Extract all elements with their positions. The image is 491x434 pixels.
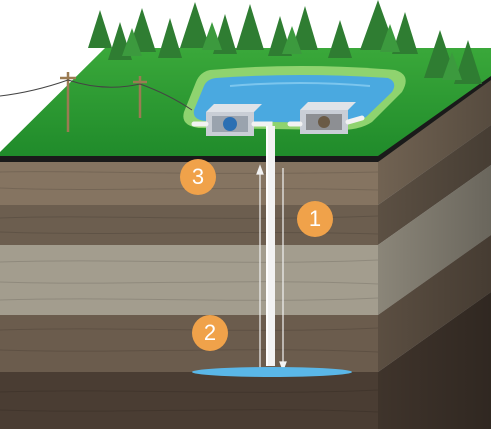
pump-house-left [206,104,262,136]
pump-house-right [300,102,356,134]
conifer-tree-icon [328,20,352,58]
conifer-tree-icon [454,40,482,84]
marker-3: 3 [180,159,216,195]
front-strata [0,160,379,429]
conifer-tree-icon [158,18,182,58]
conifer-tree-icon [236,4,264,50]
stratum-4 [0,315,378,372]
conifer-tree-icon [180,2,210,48]
marker-1: 1 [297,201,333,237]
stratum-5 [0,372,378,429]
power-lines [0,72,193,132]
conifer-tree-icon [292,6,318,50]
stratum-3 [0,245,378,315]
conifer-tree-icon [88,10,112,48]
flow-arrows [256,164,287,372]
pump-house-icon [223,117,237,131]
conifer-tree-icon [392,12,418,54]
side-strata [378,78,491,429]
marker-2: 2 [192,315,228,351]
well-pipe [266,126,275,366]
aquifer-water [192,367,352,377]
